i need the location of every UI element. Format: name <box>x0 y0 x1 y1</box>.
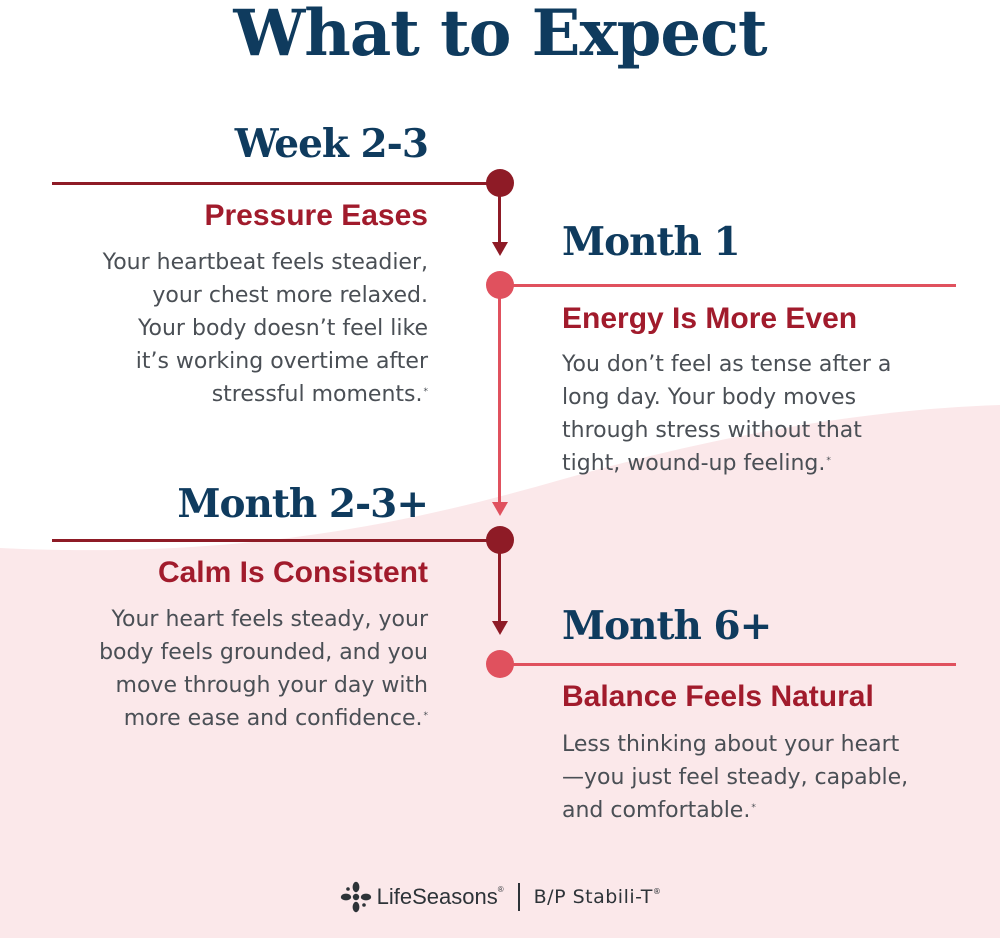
stage-body-week-2-3: Your heartbeat feels steadier, your ches… <box>28 246 428 411</box>
stage-body-month-2-3: Your heart feels steady, your body feels… <box>28 603 428 735</box>
footnote-mark: * <box>423 711 429 721</box>
stage-body-month-6: Less thinking about your heart —you just… <box>562 728 982 827</box>
page-title: What to Expect <box>233 0 767 71</box>
timeline-connector-month-6 <box>500 663 956 666</box>
product-name: B/P Stabili-T® <box>533 886 662 908</box>
timeline-connector-month-1 <box>500 284 956 287</box>
timeline-segment-1 <box>498 196 501 242</box>
body-line: body feels grounded, and you <box>99 640 428 665</box>
body-line: Your body doesn’t feel like <box>138 316 428 341</box>
brand-name: LifeSeasons® <box>376 884 504 909</box>
body-line: Your heart feels steady, your <box>111 607 428 632</box>
timeline-connector-week-2-3 <box>52 182 500 185</box>
stage-title-month-2-3: Month 2-3+ <box>177 481 429 527</box>
body-line: move through your day with <box>115 673 428 698</box>
body-line: stressful moments. <box>211 382 423 407</box>
stage-body-month-1: You don’t feel as tense after a long day… <box>562 348 982 480</box>
body-line: through stress without that <box>562 418 862 443</box>
arrow-down-icon <box>492 502 508 516</box>
body-line: tight, wound-up feeling. <box>562 451 826 476</box>
stage-heading-pressure-eases: Pressure Eases <box>204 199 428 232</box>
body-line: it’s working overtime after <box>135 349 428 374</box>
stage-title-month-6: Month 6+ <box>562 603 772 649</box>
stage-heading-calm-consistent: Calm Is Consistent <box>157 556 428 589</box>
stage-heading-balance-natural: Balance Feels Natural <box>562 680 874 713</box>
footnote-mark: * <box>423 387 429 397</box>
timeline-dot-month-6 <box>486 650 514 678</box>
timeline-dot-month-1 <box>486 271 514 299</box>
footer-brand-bar: LifeSeasons® B/P Stabili-T® <box>0 880 1000 914</box>
body-line: Your heartbeat feels steadier, <box>102 250 428 275</box>
timeline-dot-month-2-3 <box>486 526 514 554</box>
arrow-down-icon <box>492 621 508 635</box>
body-line: your chest more relaxed. <box>152 283 428 308</box>
body-line: —you just feel steady, capable, <box>562 765 909 790</box>
stage-heading-energy-even: Energy Is More Even <box>562 302 858 335</box>
stage-title-month-1: Month 1 <box>562 219 741 265</box>
footer-divider <box>517 883 520 911</box>
timeline-dot-week-2-3 <box>486 169 514 197</box>
body-line: and comfortable. <box>562 798 751 823</box>
lifeseasons-flower-icon <box>340 881 371 913</box>
footnote-mark: * <box>751 803 756 813</box>
footnote-mark: * <box>826 456 831 466</box>
stage-title-week-2-3: Week 2-3 <box>234 121 429 167</box>
timeline-connector-month-2-3 <box>52 539 500 542</box>
body-line: You don’t feel as tense after a <box>562 352 892 377</box>
body-line: long day. Your body moves <box>562 385 857 410</box>
body-line: more ease and confidence. <box>123 706 423 731</box>
arrow-down-icon <box>492 242 508 256</box>
timeline-segment-2 <box>498 298 501 502</box>
timeline-segment-3 <box>498 553 501 621</box>
body-line: Less thinking about your heart <box>562 732 900 757</box>
